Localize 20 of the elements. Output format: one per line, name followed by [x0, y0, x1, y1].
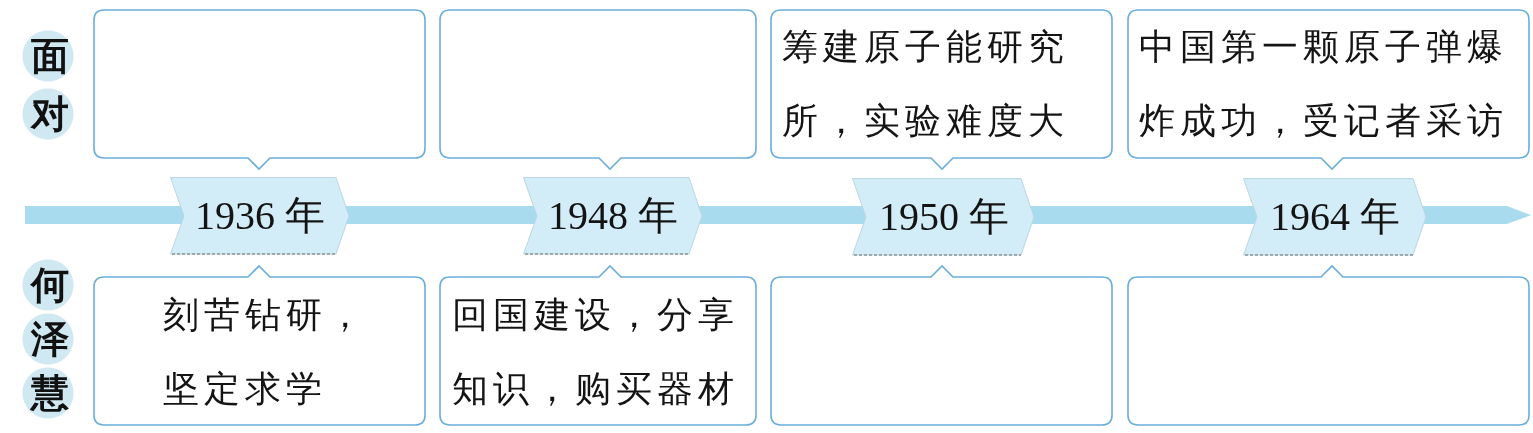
answer-box — [770, 265, 1113, 426]
callout-box — [1127, 9, 1530, 170]
year-label: 1936 年 — [195, 193, 325, 239]
year-tag — [523, 177, 703, 255]
year-tag — [1243, 178, 1427, 256]
year-label: 1950 年 — [879, 194, 1009, 240]
year-label: 1948 年 — [548, 193, 678, 239]
callout-box — [93, 265, 426, 426]
year-tag — [852, 178, 1035, 256]
year-label: 1964 年 — [1270, 194, 1400, 240]
answer-box — [1127, 265, 1530, 426]
year-tag — [170, 177, 350, 255]
callout-text: 筹建原子能研究所，实验难度大 — [782, 25, 1070, 143]
callout-text: 回国建设，分享知识，购买器材 — [452, 293, 740, 411]
callout-text: 刻苦钻研，坚定求学 — [163, 293, 369, 411]
callout-text: 中国第一颗原子弹爆炸成功，受记者采访 — [1139, 25, 1509, 143]
callout-box — [770, 9, 1113, 170]
answer-box — [93, 9, 426, 170]
answer-box — [439, 9, 757, 170]
callout-box — [439, 265, 757, 426]
